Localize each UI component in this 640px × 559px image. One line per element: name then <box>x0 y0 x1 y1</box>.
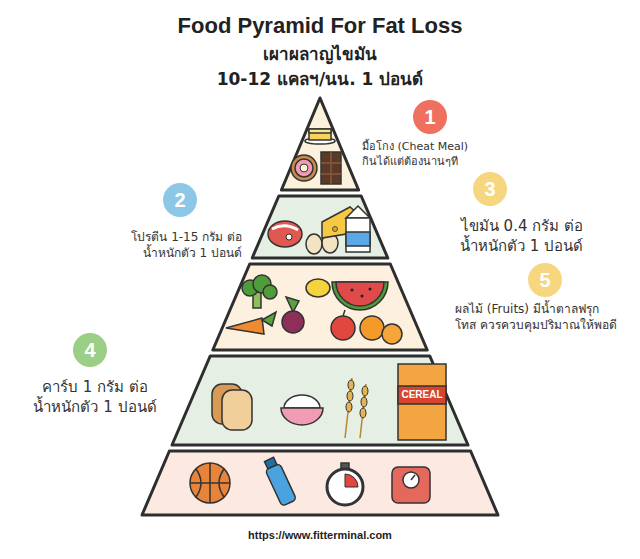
wheat-grain <box>360 408 366 418</box>
cereal-box <box>398 364 446 440</box>
water-bottle <box>262 456 297 506</box>
bottle-body <box>265 463 296 506</box>
wheat-grain <box>361 397 367 407</box>
watermelon-seed <box>351 289 354 292</box>
watermelon-rind <box>332 282 388 310</box>
callout-circle: 2 <box>163 183 197 217</box>
basketball <box>190 463 230 503</box>
broccoli <box>263 285 277 299</box>
orange <box>360 316 384 340</box>
callout-text: คาร์บ 1 กรัม ต่อน้ำหนักตัว 1 ปอนด์ <box>10 377 180 418</box>
exercise-items <box>190 456 430 506</box>
protein-foods <box>268 206 370 254</box>
callout-node: 4 คาร์บ 1 กรัม ต่อน้ำหนักตัว 1 ปอนด์ <box>10 333 180 418</box>
callout-number: 1 <box>424 106 435 129</box>
cereal-band <box>398 386 446 404</box>
carrot <box>226 318 264 334</box>
basketball-lines <box>190 463 230 503</box>
milk-carton-top <box>346 206 370 218</box>
scale-needle <box>411 475 415 480</box>
subtitle: 10-12 แคลฯ/นน. 1 ปอนด์ <box>0 67 640 91</box>
donut-hole <box>300 164 308 172</box>
watermelon-seed <box>369 288 372 291</box>
callout-node: 1 มื้อโกง (Cheat Meal) กินได้แต่ต้องนานๆท… <box>362 100 484 170</box>
tier-carbs <box>172 356 468 445</box>
callout-number: 2 <box>174 189 185 212</box>
bottle-cap <box>264 457 276 468</box>
cheese-hole <box>333 227 338 232</box>
watermelon <box>336 282 384 306</box>
apple-stem <box>343 310 345 316</box>
callout-node: 3 ไขมัน 0.4 กรัม ต่อน้ำหนักตัว 1 ปอนด์ <box>418 172 583 257</box>
carb-foods <box>212 364 446 440</box>
milk-carton <box>346 218 370 252</box>
bread-slice <box>222 390 252 430</box>
scale <box>392 467 430 503</box>
beet-leaves <box>286 297 299 312</box>
pyramid-tiers <box>142 98 498 515</box>
tier-exercise <box>142 451 498 515</box>
chocolate-grid <box>321 152 341 184</box>
beet <box>282 311 304 333</box>
watermelon-seed <box>361 295 364 298</box>
tier-top <box>281 98 358 190</box>
butter <box>309 129 331 140</box>
callout-number: 5 <box>539 269 550 292</box>
callout-circle: 4 <box>73 333 107 367</box>
callout-text: ผลไม้ (Fruits) มีน้ำตาลฟรุกโทส ควรควบคุม… <box>455 301 633 333</box>
egg <box>306 234 322 254</box>
wheat-grain <box>362 386 368 396</box>
callout-text: ไขมัน 0.4 กรัม ต่อน้ำหนักตัว 1 ปอนด์ <box>418 216 583 257</box>
milk-carton-band <box>346 232 370 246</box>
callout-circle: 5 <box>528 263 562 297</box>
box-label: CEREAL <box>400 387 444 403</box>
wheat-grain <box>347 391 353 401</box>
callout-text: โปรตีน 1-15 กรัม ต่อน้ำหนักตัว 1 ปอนด์ <box>118 229 242 261</box>
caption: https://www.fitterminal.com <box>0 527 640 543</box>
stopwatch-dial <box>345 474 358 487</box>
butter-top <box>309 129 331 133</box>
stopwatch <box>327 469 363 505</box>
donut <box>291 155 317 181</box>
tier-protein <box>252 196 388 258</box>
title: Food Pyramid For Fat Loss <box>0 12 640 40</box>
callout-number: 4 <box>84 339 95 362</box>
rice-bowl <box>281 408 323 425</box>
cheat-foods <box>291 129 341 184</box>
callout-circle: 1 <box>413 100 447 134</box>
rice <box>284 395 320 408</box>
wheat-grain <box>348 380 354 390</box>
chocolate <box>321 152 341 184</box>
apple <box>331 316 355 340</box>
callout-number: 3 <box>484 178 495 201</box>
steak-bone <box>286 234 292 240</box>
callout-node: 2 โปรตีน 1-15 กรัม ต่อน้ำหนักตัว 1 ปอนด์ <box>118 183 242 261</box>
callout-text: มื้อโกง (Cheat Meal) กินได้แต่ต้องนานๆที <box>362 140 484 170</box>
callout-node: 5 ผลไม้ (Fruits) มีน้ำตาลฟรุกโทส ควรควบคุ… <box>455 263 633 333</box>
orange <box>382 324 402 344</box>
callout-circle: 3 <box>473 172 507 206</box>
donut-glaze <box>295 159 313 177</box>
tier-fruit-veg <box>213 264 427 350</box>
carrot-leaves <box>262 312 276 326</box>
wheat-grain <box>346 402 352 412</box>
steak <box>268 221 302 247</box>
steak-fat <box>272 226 298 230</box>
subtitle: เผาผลาญไขมัน <box>0 42 640 66</box>
scale-dial <box>403 472 419 488</box>
lemon <box>306 279 330 297</box>
fruit-veg <box>226 275 402 344</box>
